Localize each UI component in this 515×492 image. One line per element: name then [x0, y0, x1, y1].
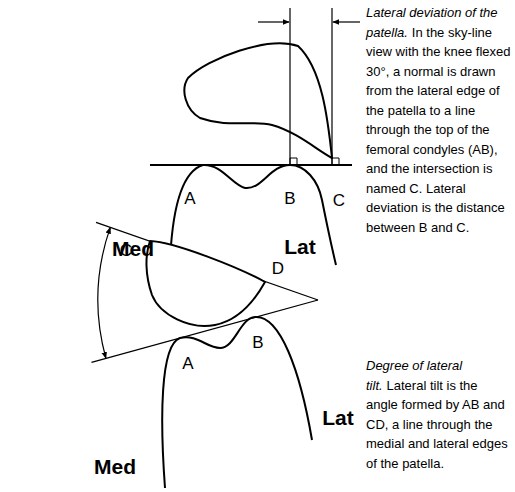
point-label: A: [184, 190, 195, 207]
dimension-arrow: [258, 21, 289, 22]
tilt-angle-arc: [98, 227, 110, 358]
point-label: C: [120, 242, 132, 259]
side-label: Med: [112, 238, 154, 259]
femoral-condyles: [170, 165, 336, 265]
right-angle-mark: [290, 158, 297, 165]
dimension-arrow: [333, 21, 360, 22]
caption-block: Lateral deviation of the patella.In the …: [366, 3, 512, 237]
point-label: D: [272, 260, 284, 277]
side-label: Lat: [322, 407, 354, 428]
caption-text: Lateral tilt is the angle formed by AB a…: [366, 378, 508, 471]
patella-outline: [184, 44, 332, 158]
caption-text: In the sky-line view with the knee flexe…: [366, 25, 511, 235]
point-label: B: [284, 190, 295, 207]
side-label: Lat: [284, 236, 316, 257]
side-label: Med: [94, 456, 136, 477]
reference-line-b: [289, 8, 290, 165]
reference-line-c: [331, 8, 332, 165]
condyle-tangent-line: [150, 164, 352, 166]
caption-block: Degree of lateral tilt.Lateral tilt is t…: [366, 356, 512, 473]
point-label: B: [252, 334, 263, 351]
femoral-condyles: [162, 317, 312, 488]
point-label: A: [182, 355, 193, 372]
right-angle-mark: [332, 158, 339, 165]
point-label: C: [333, 192, 345, 209]
patella-outline: [146, 241, 265, 326]
